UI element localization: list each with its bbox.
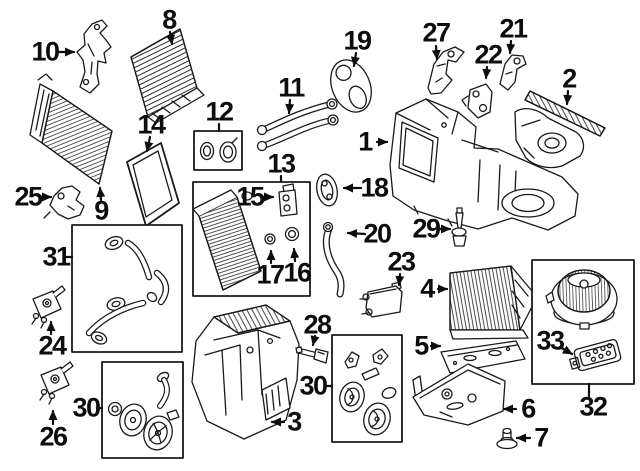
callout-11[interactable]: 11: [278, 72, 305, 103]
callout-29[interactable]: 29: [412, 213, 441, 244]
callout-18[interactable]: 18: [360, 172, 389, 203]
callout-21[interactable]: 21: [499, 13, 528, 44]
callout-6[interactable]: 6: [521, 393, 536, 424]
callout-2[interactable]: 2: [562, 63, 577, 94]
callout-8[interactable]: 8: [162, 4, 177, 35]
callout-4[interactable]: 4: [420, 273, 435, 304]
part-14-seal-frame: [127, 143, 179, 226]
callout-23[interactable]: 23: [387, 246, 416, 277]
group-box-31: [72, 225, 182, 352]
group-box-30-left: [102, 362, 183, 458]
part-3-heater-case: [192, 305, 299, 439]
callout-12[interactable]: 12: [205, 96, 234, 127]
part-24-actuator: [32, 286, 65, 328]
callout-25[interactable]: 25: [14, 181, 43, 212]
callout-10[interactable]: 10: [31, 36, 60, 67]
part-6-lower-plate: [413, 364, 505, 425]
callout-14[interactable]: 14: [137, 109, 166, 140]
callout-26[interactable]: 26: [39, 421, 68, 452]
callout-19[interactable]: 19: [343, 25, 372, 56]
part-17-o-ring: [265, 234, 275, 244]
callout-16[interactable]: 16: [283, 257, 312, 288]
part-10-bracket: [77, 20, 111, 93]
part-4-cabin-filter: [450, 266, 537, 339]
callout-28[interactable]: 28: [303, 309, 332, 340]
part-22-actuator: [462, 84, 492, 118]
callout-15[interactable]: 15: [236, 181, 265, 212]
part-21-bracket: [500, 55, 526, 90]
part-20-hose: [324, 223, 342, 295]
part-7-drain-plug: [497, 429, 517, 449]
callout-22[interactable]: 22: [474, 39, 503, 70]
callout-leaders: [40, 32, 589, 443]
part-19-gasket: [323, 54, 378, 118]
group-box-30-right: [332, 335, 402, 442]
part-5-filter-tray: [441, 341, 525, 373]
callout-7[interactable]: 7: [534, 422, 549, 453]
callout-17[interactable]: 17: [256, 259, 285, 290]
callout-31[interactable]: 31: [42, 241, 71, 272]
part-28-pin: [296, 347, 328, 363]
callout-27[interactable]: 27: [422, 17, 451, 48]
part-27-bracket: [428, 47, 464, 94]
part-15-expansion-valve: [279, 184, 297, 216]
part-32-blower-motor: [546, 270, 617, 329]
part-8-core: [131, 29, 204, 123]
callout-9[interactable]: 9: [94, 195, 109, 226]
callout-3[interactable]: 3: [287, 406, 302, 437]
group-box-12: [194, 131, 242, 170]
callout-1[interactable]: 1: [358, 126, 373, 157]
part-29-sensor: [452, 208, 466, 246]
part-23-actuator: [360, 282, 402, 317]
part-2-intake-cover: [515, 91, 605, 168]
part-25-bracket: [44, 186, 84, 219]
part-26-actuator: [40, 362, 73, 404]
callout-30-right[interactable]: 30: [299, 370, 328, 401]
part-16-o-ring: [286, 228, 299, 241]
group-box-13: [193, 182, 310, 296]
callout-24[interactable]: 24: [38, 330, 67, 361]
callout-30-left[interactable]: 30: [72, 392, 101, 423]
part-9-condenser: [30, 74, 112, 184]
part-33-resistor: [568, 339, 622, 373]
part-1-hvac-housing: [390, 99, 578, 230]
callout-5[interactable]: 5: [414, 330, 429, 361]
callout-33[interactable]: 33: [536, 325, 565, 356]
group-box-32: [532, 260, 634, 384]
callout-20[interactable]: 20: [363, 218, 392, 249]
callout-32[interactable]: 32: [579, 391, 608, 422]
callout-13[interactable]: 13: [267, 148, 296, 179]
part-11-pipes: [258, 99, 339, 151]
part-18-grommet: [314, 172, 340, 207]
